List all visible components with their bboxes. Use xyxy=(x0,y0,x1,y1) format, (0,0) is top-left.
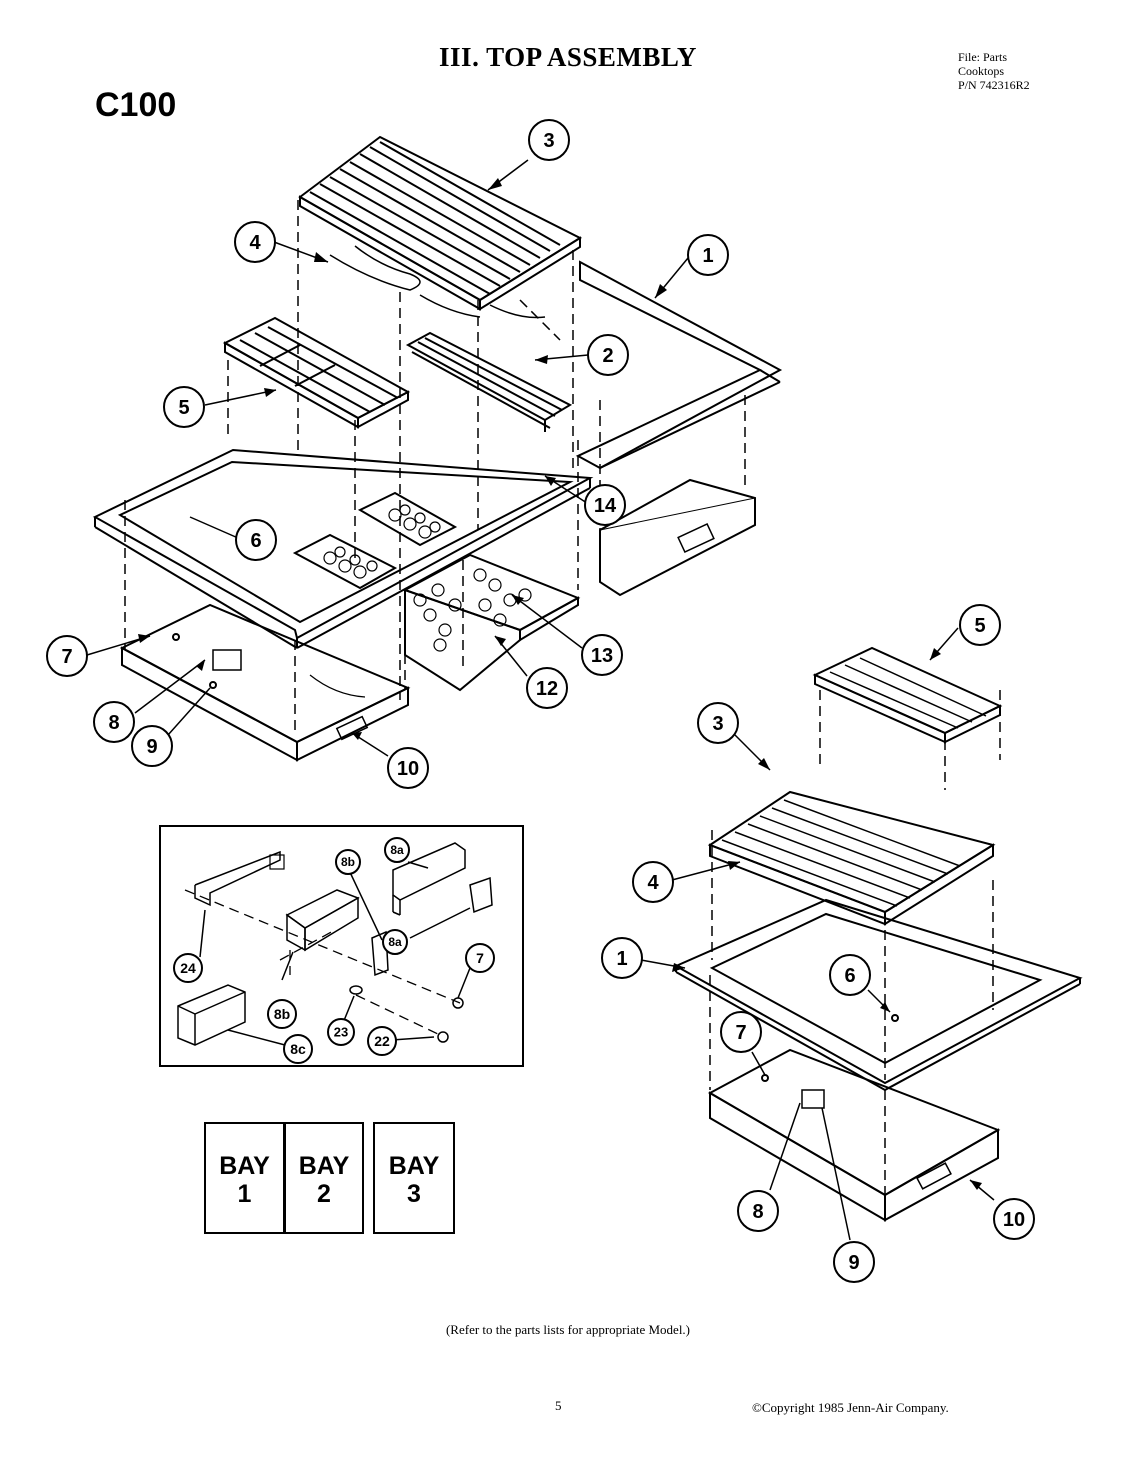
detail-inset xyxy=(159,825,524,1067)
callout-8: 8 xyxy=(737,1190,779,1232)
callout-label: 8b xyxy=(274,1006,290,1022)
callout-label: 12 xyxy=(536,678,558,700)
callout-7: 7 xyxy=(46,635,88,677)
file-line: Cooktops xyxy=(958,64,1005,78)
callout-label: 7 xyxy=(476,950,484,966)
callout-1: 1 xyxy=(687,234,729,276)
callout-label: 5 xyxy=(974,615,985,637)
callout-9: 9 xyxy=(131,725,173,767)
bay-number: 3 xyxy=(407,1180,421,1208)
page-number: 5 xyxy=(555,1398,562,1413)
bay-label: BAY xyxy=(388,1152,440,1180)
cooktop-frame xyxy=(92,448,594,649)
callout-14: 14 xyxy=(584,484,626,526)
callout-8a: 8a xyxy=(382,929,408,955)
callout-label: 13 xyxy=(591,645,613,667)
callout-2: 2 xyxy=(587,334,629,376)
callout-8a: 8a xyxy=(384,837,410,863)
callout-label: 8 xyxy=(108,712,119,734)
callout-6: 6 xyxy=(235,519,277,561)
callout-9: 9 xyxy=(833,1241,875,1283)
callout-label: 14 xyxy=(594,495,617,517)
callout-3: 3 xyxy=(697,702,739,744)
page-title: III. TOP ASSEMBLY xyxy=(439,42,697,72)
callout-label: 7 xyxy=(735,1022,746,1044)
bay-1-box: BAY 1 xyxy=(204,1122,285,1234)
large-grate xyxy=(298,135,583,311)
callout-5: 5 xyxy=(959,604,1001,646)
callout-label: 8a xyxy=(388,935,402,949)
callout-label: 3 xyxy=(543,130,554,152)
bay-label: BAY xyxy=(219,1152,270,1180)
callout-12: 12 xyxy=(526,667,568,709)
callout-label: 9 xyxy=(848,1252,859,1274)
callout-3: 3 xyxy=(528,119,570,161)
callout-label: 6 xyxy=(844,965,855,987)
callout-4: 4 xyxy=(234,221,276,263)
file-info: File: Parts Cooktops P/N 742316R2 xyxy=(958,50,1030,92)
bay-number: 2 xyxy=(317,1180,331,1208)
callout-8b: 8b xyxy=(267,999,297,1029)
bay-number: 1 xyxy=(237,1180,252,1208)
callout-8c: 8c xyxy=(283,1034,313,1064)
callout-label: 2 xyxy=(602,345,613,367)
callout-label: 24 xyxy=(180,960,196,976)
footnote: (Refer to the parts lists for appropriat… xyxy=(445,1322,691,1337)
file-line: P/N 742316R2 xyxy=(958,78,1030,92)
callout-10: 10 xyxy=(387,747,429,789)
bay-3-box: BAY 3 xyxy=(373,1122,455,1234)
callout-5: 5 xyxy=(163,386,205,428)
callout-22: 22 xyxy=(367,1026,397,1056)
callout-label: 3 xyxy=(712,713,723,735)
callout-8b: 8b xyxy=(335,849,361,875)
callout-label: 10 xyxy=(1003,1209,1025,1231)
callout-6: 6 xyxy=(829,954,871,996)
callout-label: 1 xyxy=(702,245,713,267)
callout-label: 22 xyxy=(374,1033,390,1049)
lava-rock-tray xyxy=(292,491,458,590)
callout-label: 1 xyxy=(616,948,627,970)
callout-label: 4 xyxy=(249,232,261,254)
callout-label: 7 xyxy=(61,646,72,668)
single-bay-assembly xyxy=(640,627,1083,1241)
callout-label: 9 xyxy=(146,736,157,758)
callout-label: 8a xyxy=(390,843,404,857)
bay-2-box: BAY 2 xyxy=(284,1122,364,1234)
callout-label: 23 xyxy=(334,1025,348,1040)
callout-layer: 341251461312789108a8b8a7248b23228c534167… xyxy=(46,119,1035,1283)
callout-label: 8b xyxy=(341,855,355,869)
grill-element xyxy=(405,331,573,432)
callout-13: 13 xyxy=(581,634,623,676)
callout-7: 7 xyxy=(465,943,495,973)
main-assembly xyxy=(86,135,783,762)
callout-label: 8c xyxy=(290,1041,306,1057)
burner-box xyxy=(119,603,411,762)
callout-8: 8 xyxy=(93,701,135,743)
copyright-notice: ©Copyright 1985 Jenn-Air Company. xyxy=(752,1400,949,1415)
callout-24: 24 xyxy=(173,953,203,983)
grill-pan xyxy=(402,553,581,692)
callout-label: 6 xyxy=(250,530,261,552)
callout-23: 23 xyxy=(327,1018,355,1046)
model-number: C100 xyxy=(95,86,177,124)
bay-label: BAY xyxy=(298,1152,350,1180)
callout-1: 1 xyxy=(601,937,643,979)
callout-label: 5 xyxy=(178,397,189,419)
callout-4: 4 xyxy=(632,861,674,903)
callout-label: 8 xyxy=(752,1201,763,1223)
callout-7: 7 xyxy=(720,1011,762,1053)
callout-10: 10 xyxy=(993,1198,1035,1240)
small-grate xyxy=(222,316,411,429)
callout-label: 10 xyxy=(397,758,419,780)
file-line: File: Parts xyxy=(958,50,1008,64)
callout-label: 4 xyxy=(647,872,659,894)
